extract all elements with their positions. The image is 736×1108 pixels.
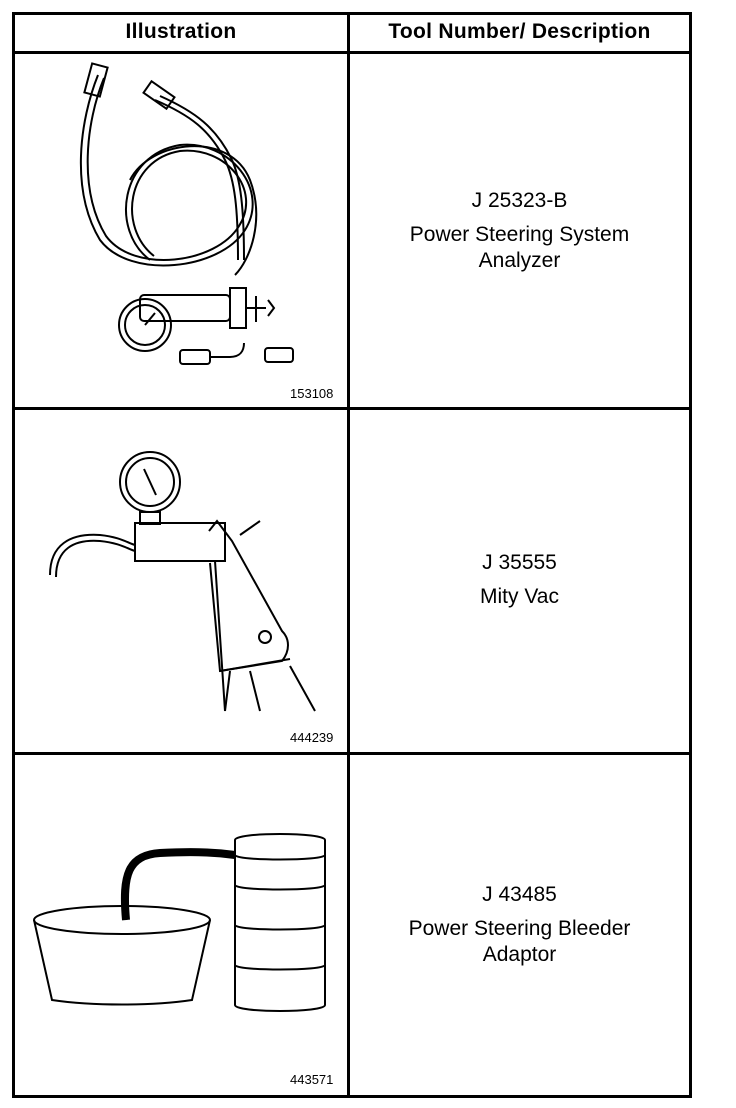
tool-number: J 43485 xyxy=(482,883,557,906)
tool-description: J 25323-B Power Steering System Analyzer xyxy=(350,188,689,274)
header-divider xyxy=(12,51,692,54)
table-border-top xyxy=(12,12,692,15)
tool-description: J 35555 Mity Vac xyxy=(350,550,689,610)
tool-name: Power Steering Bleeder Adaptor xyxy=(408,917,631,966)
table-border-bottom xyxy=(12,1095,692,1098)
vacuum-pump-icon xyxy=(49,451,316,712)
column-divider xyxy=(347,12,350,1098)
tool-name: Mity Vac xyxy=(480,585,559,608)
table-border-left xyxy=(12,12,15,1098)
figure-id: 444239 xyxy=(290,730,334,745)
table-border-right xyxy=(689,12,692,1098)
row-divider-1 xyxy=(12,407,692,410)
bleeder-adaptor-icon xyxy=(33,833,326,1012)
tool-description: J 43485 Power Steering Bleeder Adaptor xyxy=(350,882,689,968)
figure-id: 443571 xyxy=(290,1072,334,1087)
tool-name: Power Steering System Analyzer xyxy=(409,223,630,272)
header-description: Tool Number/ Description xyxy=(388,20,651,43)
figure-id: 153108 xyxy=(290,386,334,401)
tool-number: J 35555 xyxy=(482,551,557,574)
pressure-gauge-hose-icon xyxy=(79,62,294,365)
header-illustration: Illustration xyxy=(125,20,237,43)
row-divider-2 xyxy=(12,752,692,755)
tool-number: J 25323-B xyxy=(471,189,568,212)
